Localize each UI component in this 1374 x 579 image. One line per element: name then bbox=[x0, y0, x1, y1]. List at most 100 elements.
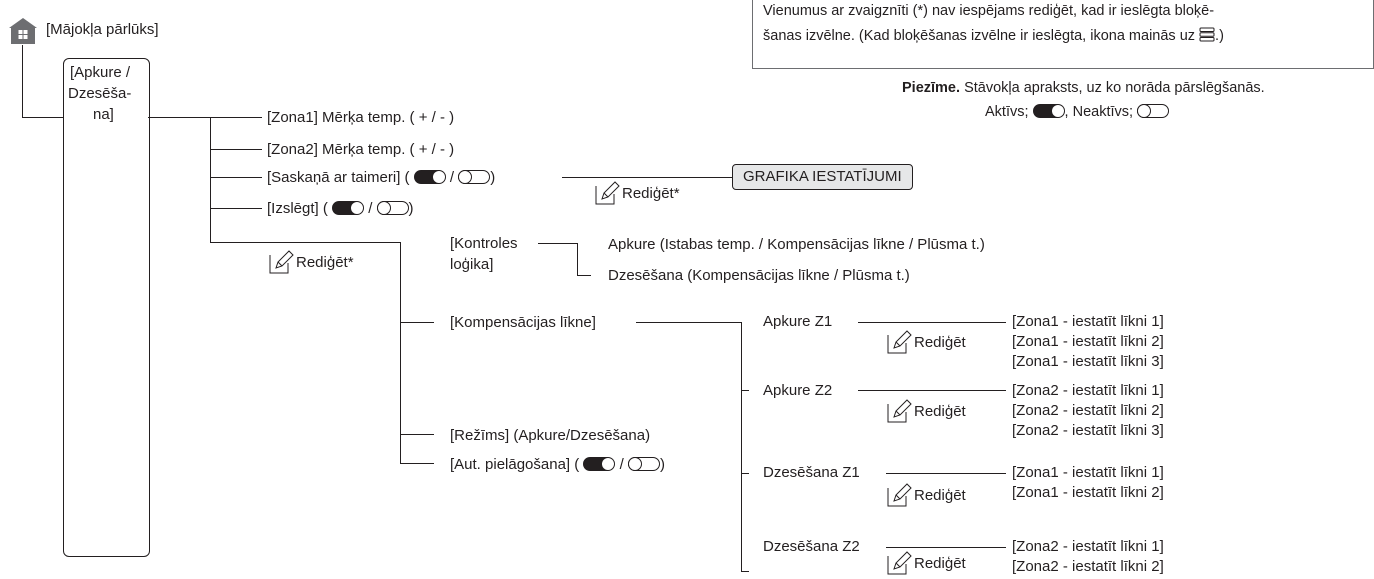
curve-item[interactable]: [Zona1 - iestatīt līkni 3] bbox=[1012, 353, 1164, 370]
root-label: [Mājokļa pārlūks] bbox=[46, 21, 159, 38]
connector bbox=[741, 390, 749, 391]
heating-cooling-box bbox=[63, 58, 150, 557]
edit-icon bbox=[887, 551, 912, 575]
slash: / bbox=[449, 169, 455, 186]
note-line2: Aktīvs; , Neaktīvs; bbox=[985, 103, 1170, 122]
connector bbox=[400, 463, 434, 464]
close-paren: ) bbox=[659, 456, 665, 473]
info-box-line2-end: .) bbox=[1215, 28, 1224, 44]
compensation-curve[interactable]: [Kompensācijas līkne] bbox=[450, 314, 596, 331]
connector bbox=[562, 177, 732, 178]
curve-item[interactable]: [Zona1 - iestatīt līkni 2] bbox=[1012, 333, 1164, 350]
toggle-off-icon bbox=[1137, 104, 1170, 118]
edit-icon bbox=[887, 483, 912, 507]
auto-adjust-item[interactable]: [Aut. pielāgošana] ( / ) bbox=[450, 455, 665, 474]
toggle-off-icon bbox=[376, 201, 409, 215]
close-paren: ) bbox=[408, 200, 414, 217]
control-logic-line1[interactable]: [Kontroles bbox=[450, 235, 518, 252]
note-prefix: Piezīme. bbox=[902, 80, 961, 96]
connector bbox=[400, 242, 401, 463]
slash: / bbox=[619, 456, 624, 473]
logic-heating[interactable]: Apkure (Istabas temp. / Kompensācijas lī… bbox=[608, 236, 985, 253]
curve-group-name[interactable]: Apkure Z2 bbox=[763, 382, 833, 399]
logic-cooling[interactable]: Dzesēšana (Kompensācijas līkne / Plūsma … bbox=[608, 267, 910, 284]
connector bbox=[22, 45, 23, 117]
note-active-label: Aktīvs; bbox=[985, 104, 1029, 120]
connector bbox=[577, 243, 578, 275]
main-box-line2: Dzesēša- bbox=[68, 85, 132, 102]
timer-item[interactable]: [Saskaņā ar taimeri] ( / ) bbox=[267, 168, 495, 187]
edit-icon bbox=[887, 330, 912, 354]
edit-label: Rediģēt bbox=[914, 555, 966, 572]
close-paren: ) bbox=[490, 169, 496, 186]
timer-label: [Saskaņā ar taimeri] ( bbox=[267, 169, 410, 186]
note-text: Stāvokļa apraksts, uz ko norāda pārslēgš… bbox=[964, 80, 1265, 96]
connector bbox=[886, 473, 1006, 474]
connector bbox=[210, 149, 262, 150]
edit-label: Rediģēt bbox=[914, 334, 966, 351]
mode-item[interactable]: [Režīms] (Apkure/Dzesēšana) bbox=[450, 427, 651, 444]
curve-item[interactable]: [Zona2 - iestatīt līkni 2] bbox=[1012, 558, 1164, 575]
edit-curve[interactable]: Rediģēt bbox=[886, 398, 966, 424]
curve-group-name[interactable]: Dzesēšana Z1 bbox=[763, 464, 860, 481]
connector bbox=[210, 208, 262, 209]
curve-item[interactable]: [Zona1 - iestatīt līkni 1] bbox=[1012, 464, 1164, 481]
toggle-on-icon bbox=[583, 457, 616, 471]
list-menu-icon bbox=[1199, 27, 1215, 42]
connector bbox=[741, 571, 749, 572]
main-box-line1: [Apkure / bbox=[70, 64, 131, 81]
connector bbox=[22, 117, 63, 118]
control-logic-line2[interactable]: loģika] bbox=[450, 256, 494, 273]
main-box-line3: na] bbox=[93, 106, 114, 123]
toggle-off-icon bbox=[627, 457, 660, 471]
zone2-target-temp[interactable]: [Zona2] Mērķa temp. ( + / - ) bbox=[267, 141, 455, 158]
connector bbox=[400, 434, 434, 435]
edit-curve[interactable]: Rediģēt bbox=[886, 482, 966, 508]
connector bbox=[886, 547, 1006, 548]
edit-curve[interactable]: Rediģēt bbox=[886, 329, 966, 355]
info-box-line1: Vienumus ar zvaigznīti (*) nav iespējams… bbox=[763, 3, 1215, 19]
edit-curve[interactable]: Rediģēt bbox=[886, 550, 966, 576]
curve-item[interactable]: [Zona2 - iestatīt līkni 1] bbox=[1012, 382, 1164, 399]
note-separator: , bbox=[1064, 104, 1069, 120]
edit-star-main[interactable]: Rediģēt* bbox=[268, 249, 354, 275]
off-item[interactable]: [Izslēgt] ( / ) bbox=[267, 199, 414, 218]
graph-settings-button[interactable]: GRAFIKA IESTATĪJUMI bbox=[732, 164, 913, 190]
connector bbox=[858, 390, 1006, 391]
toggle-on-icon bbox=[1032, 104, 1065, 118]
edit-label: Rediģēt bbox=[914, 487, 966, 504]
edit-star-timer[interactable]: Rediģēt* bbox=[594, 180, 680, 206]
connector bbox=[210, 177, 262, 178]
connector bbox=[210, 242, 400, 243]
toggle-off-icon bbox=[458, 170, 491, 184]
off-label: [Izslēgt] ( bbox=[267, 200, 328, 217]
curve-group-name[interactable]: Dzesēšana Z2 bbox=[763, 538, 860, 555]
edit-label: Rediģēt bbox=[914, 403, 966, 420]
curve-item[interactable]: [Zona2 - iestatīt līkni 2] bbox=[1012, 402, 1164, 419]
connector bbox=[400, 322, 434, 323]
connector bbox=[636, 322, 741, 323]
toggle-on-icon bbox=[332, 201, 365, 215]
connector bbox=[538, 243, 577, 244]
note-inactive-label: Neaktīvs; bbox=[1072, 104, 1134, 120]
slash: / bbox=[368, 200, 373, 217]
curve-item[interactable]: [Zona2 - iestatīt līkni 3] bbox=[1012, 422, 1164, 439]
auto-adjust-label: [Aut. pielāgošana] ( bbox=[450, 456, 580, 473]
info-box-line2-text: šanas izvēlne. (Kad bloķēšanas izvēlne i… bbox=[763, 28, 1196, 44]
curve-item[interactable]: [Zona2 - iestatīt līkni 1] bbox=[1012, 538, 1164, 555]
edit-star-label: Rediģēt* bbox=[296, 254, 354, 271]
connector bbox=[577, 275, 591, 276]
connector bbox=[741, 322, 742, 571]
info-box-line2: šanas izvēlne. (Kad bloķēšanas izvēlne i… bbox=[763, 27, 1224, 46]
zone1-target-temp[interactable]: [Zona1] Mērķa temp. ( + / - ) bbox=[267, 109, 455, 126]
connector bbox=[210, 117, 262, 118]
connector bbox=[210, 117, 211, 242]
edit-icon bbox=[595, 181, 620, 205]
curve-item[interactable]: [Zona1 - iestatīt līkni 1] bbox=[1012, 313, 1164, 330]
connector bbox=[148, 117, 210, 118]
toggle-on-icon bbox=[413, 170, 446, 184]
curve-group-name[interactable]: Apkure Z1 bbox=[763, 313, 833, 330]
edit-icon bbox=[887, 399, 912, 423]
curve-item[interactable]: [Zona1 - iestatīt līkni 2] bbox=[1012, 484, 1164, 501]
connector bbox=[741, 473, 749, 474]
